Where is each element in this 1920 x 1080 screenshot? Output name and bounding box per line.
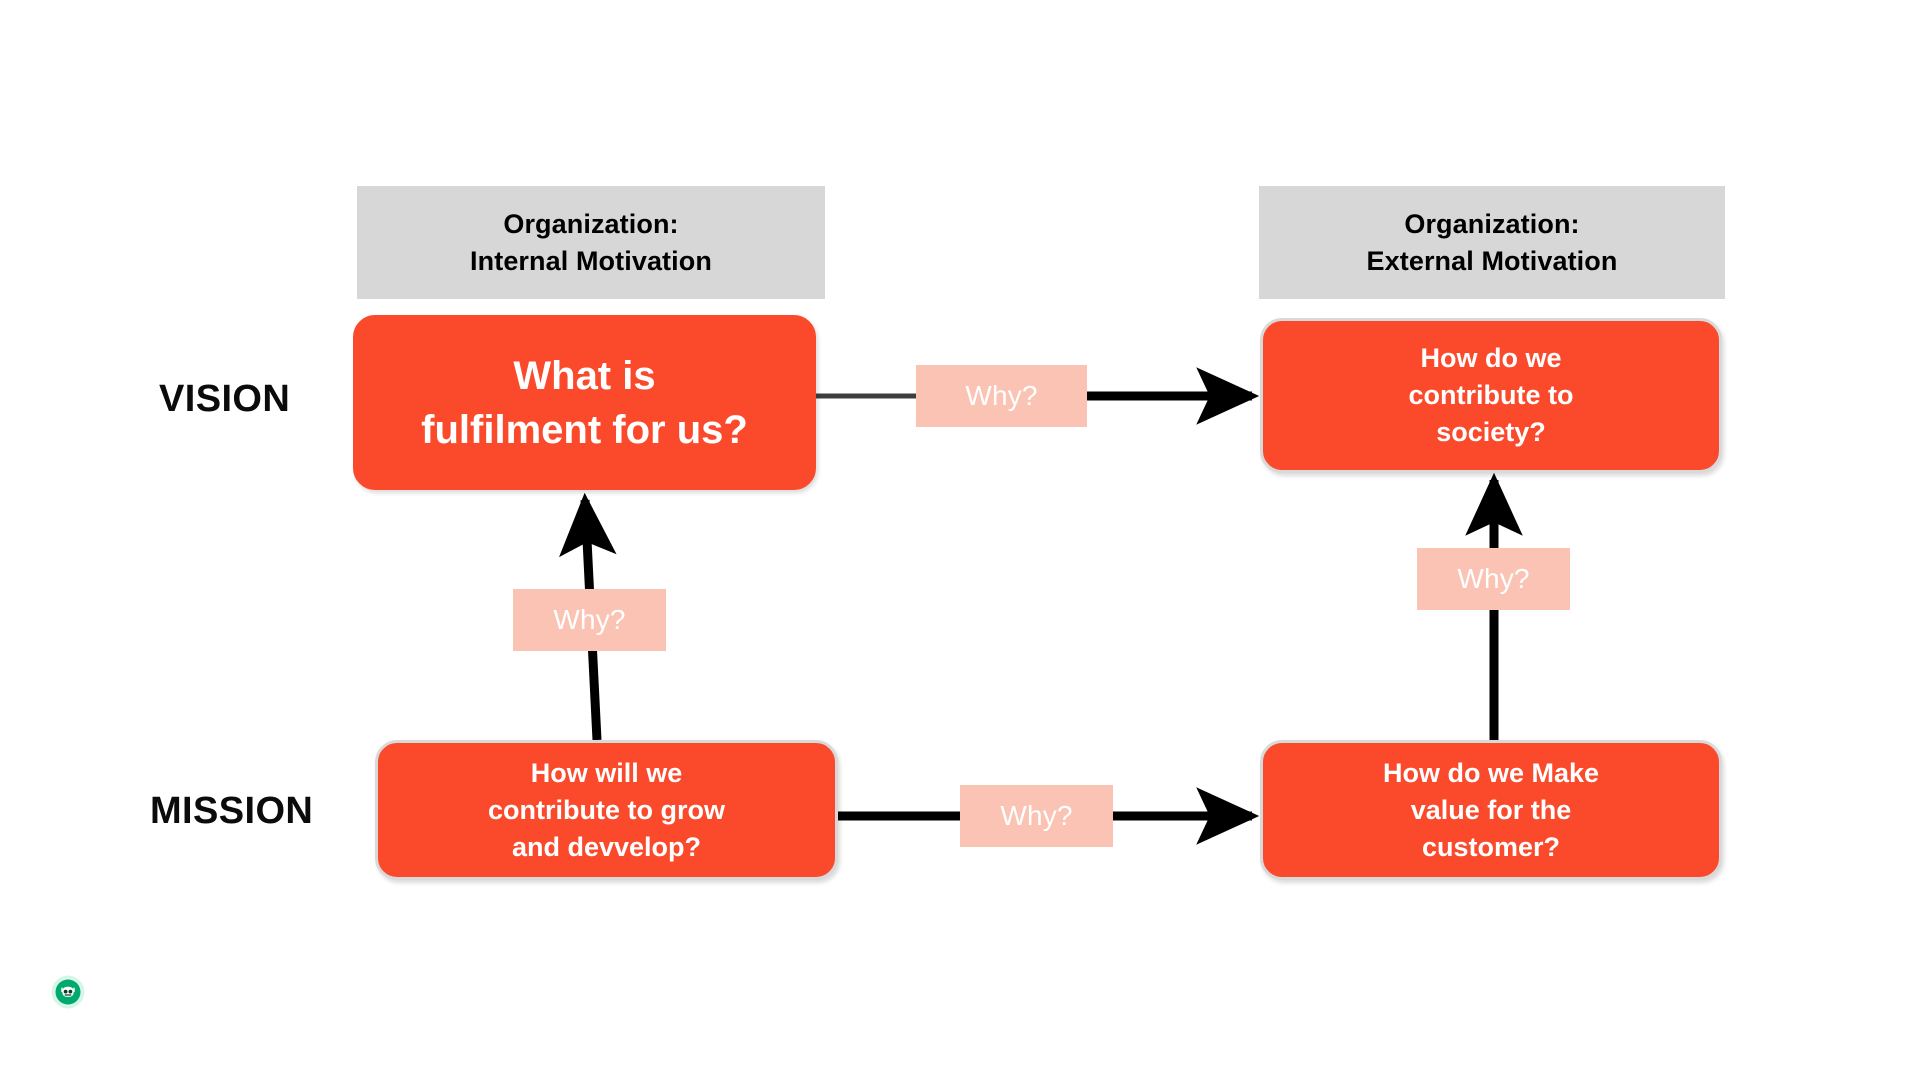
- why-label-right-column: Why?: [1417, 548, 1570, 610]
- row-label-mission: MISSION: [150, 790, 314, 832]
- header-internal-line2: Internal Motivation: [470, 245, 712, 276]
- why-label-vision-across: Why?: [916, 365, 1087, 427]
- row-label-vision: VISION: [159, 378, 291, 420]
- header-external-motivation: Organization: External Motivation: [1259, 186, 1725, 299]
- header-internal-line1: Organization:: [503, 208, 679, 239]
- why-label-left-column: Why?: [513, 589, 666, 651]
- chatbot-icon: [51, 975, 85, 1009]
- why-label-mission-across: Why?: [960, 785, 1113, 847]
- header-internal-motivation: Organization: Internal Motivation: [357, 186, 825, 299]
- header-external-line1: Organization:: [1404, 208, 1580, 239]
- chatbot-badge[interactable]: [51, 975, 85, 1009]
- header-external-line2: External Motivation: [1366, 245, 1618, 276]
